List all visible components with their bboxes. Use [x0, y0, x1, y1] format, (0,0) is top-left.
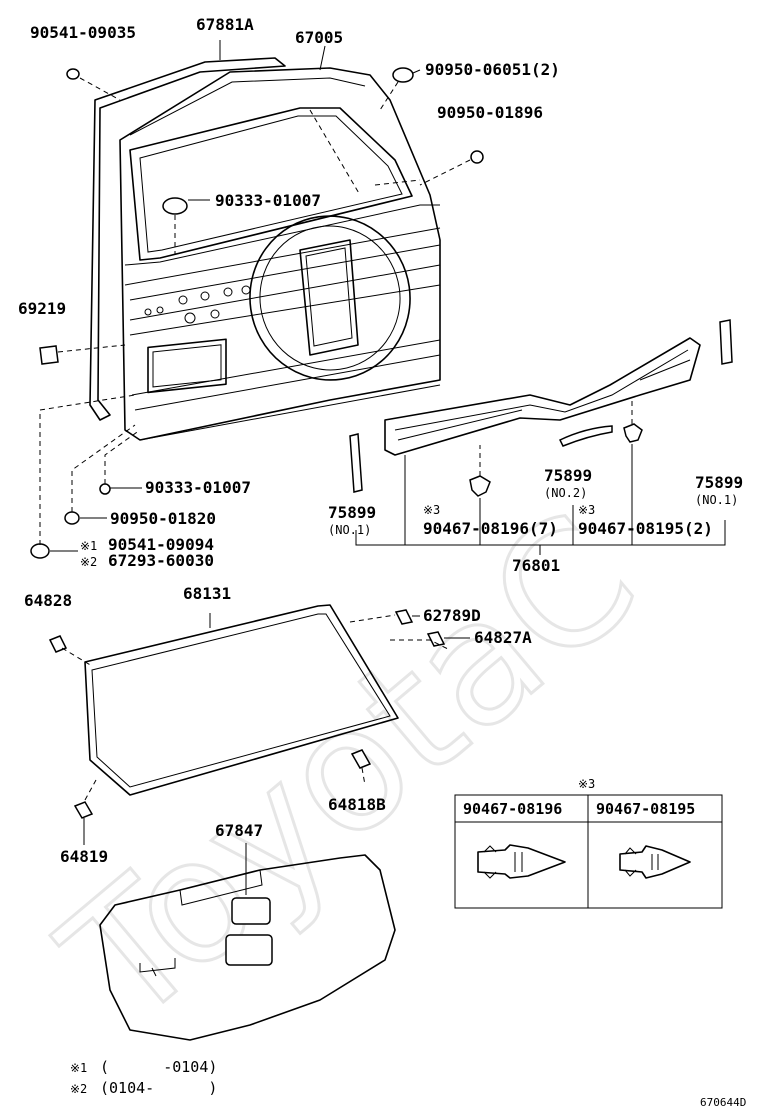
cushion-75899-mid[interactable]	[558, 425, 613, 447]
mark-2: ※2	[80, 555, 97, 569]
mark-1: ※1	[80, 539, 97, 553]
mark-3-a: ※3	[423, 503, 440, 517]
label-90950-01820: 90950-01820	[110, 509, 216, 528]
clip-table-header-08196: 90467-08196	[463, 800, 562, 818]
label-67293-60030: 67293-60030	[108, 551, 214, 570]
diagram-id: 670644D	[700, 1096, 746, 1109]
label-76801: 76801	[512, 556, 560, 575]
spacer-62789d[interactable]	[394, 609, 414, 625]
clip-table-note: ※3	[578, 777, 595, 791]
clip-90467-08195[interactable]	[623, 423, 643, 443]
back-door-garnish-76801[interactable]	[384, 337, 701, 456]
plug-90950-06051[interactable]	[392, 67, 414, 83]
stopper-64827a[interactable]	[426, 631, 446, 647]
stopper-64819[interactable]	[73, 801, 94, 819]
stopper-64818b[interactable]	[350, 749, 372, 769]
label-90950-01896: 90950-01896	[437, 103, 543, 122]
label-75899-right: 75899	[695, 473, 743, 492]
plug-90541-09094[interactable]	[30, 543, 50, 559]
back-window-glass-68131[interactable]	[84, 604, 399, 796]
label-90541-09094: 90541-09094	[108, 535, 214, 554]
mark-3-b: ※3	[578, 503, 595, 517]
back-door-panel[interactable]	[89, 57, 441, 441]
footnote-1-text: ( -0104)	[100, 1058, 217, 1076]
label-62789d: 62789D	[423, 606, 481, 625]
label-90467-08195: 90467-08195(2)	[578, 519, 713, 538]
label-64819: 64819	[60, 847, 108, 866]
label-90333-01007-a: 90333-01007	[215, 191, 321, 210]
label-75899-left: 75899	[328, 503, 376, 522]
stopper-69219[interactable]	[39, 345, 59, 365]
plug-90333-01007-b[interactable]	[99, 483, 111, 495]
cushion-75899-left[interactable]	[349, 433, 363, 493]
label-67005: 67005	[295, 28, 343, 47]
label-90467-08196: 90467-08196(7)	[423, 519, 558, 538]
label-90333-01007-b: 90333-01007	[145, 478, 251, 497]
label-75899-mid: 75899	[544, 466, 592, 485]
footnote-2-text: (0104- )	[100, 1079, 217, 1097]
clip-table-header-08195: 90467-08195	[596, 800, 695, 818]
weatherstrip-67881a	[89, 57, 286, 421]
back-door-trim-67847[interactable]	[99, 854, 396, 1041]
label-64828: 64828	[24, 591, 72, 610]
clip-drawing-08195	[619, 845, 691, 879]
label-75899-right-no: (NO.1)	[695, 493, 738, 507]
clip-table	[454, 794, 723, 909]
stopper-64828[interactable]	[48, 635, 68, 653]
cushion-75899-right[interactable]	[719, 319, 733, 365]
clip-90467-08196[interactable]	[469, 475, 491, 497]
label-75899-mid-no: (NO.2)	[544, 486, 587, 500]
clip-drawing-08196	[477, 844, 566, 879]
label-68131: 68131	[183, 584, 231, 603]
label-90541-09035: 90541-09035	[30, 23, 136, 42]
plug-90950-01820[interactable]	[64, 511, 80, 525]
label-67847: 67847	[215, 821, 263, 840]
label-64827a: 64827A	[474, 628, 532, 647]
footnote-1-mark: ※1	[70, 1061, 87, 1075]
label-75899-left-no: (NO.1)	[328, 523, 371, 537]
plug-90950-01896[interactable]	[470, 150, 484, 164]
plug-90541-09035[interactable]	[66, 68, 80, 80]
footnote-2-mark: ※2	[70, 1082, 87, 1096]
label-64818b: 64818B	[328, 795, 386, 814]
label-90950-06051: 90950-06051(2)	[425, 60, 560, 79]
label-69219: 69219	[18, 299, 66, 318]
plug-90333-01007-a[interactable]	[162, 197, 188, 215]
label-67881a: 67881A	[196, 15, 254, 34]
